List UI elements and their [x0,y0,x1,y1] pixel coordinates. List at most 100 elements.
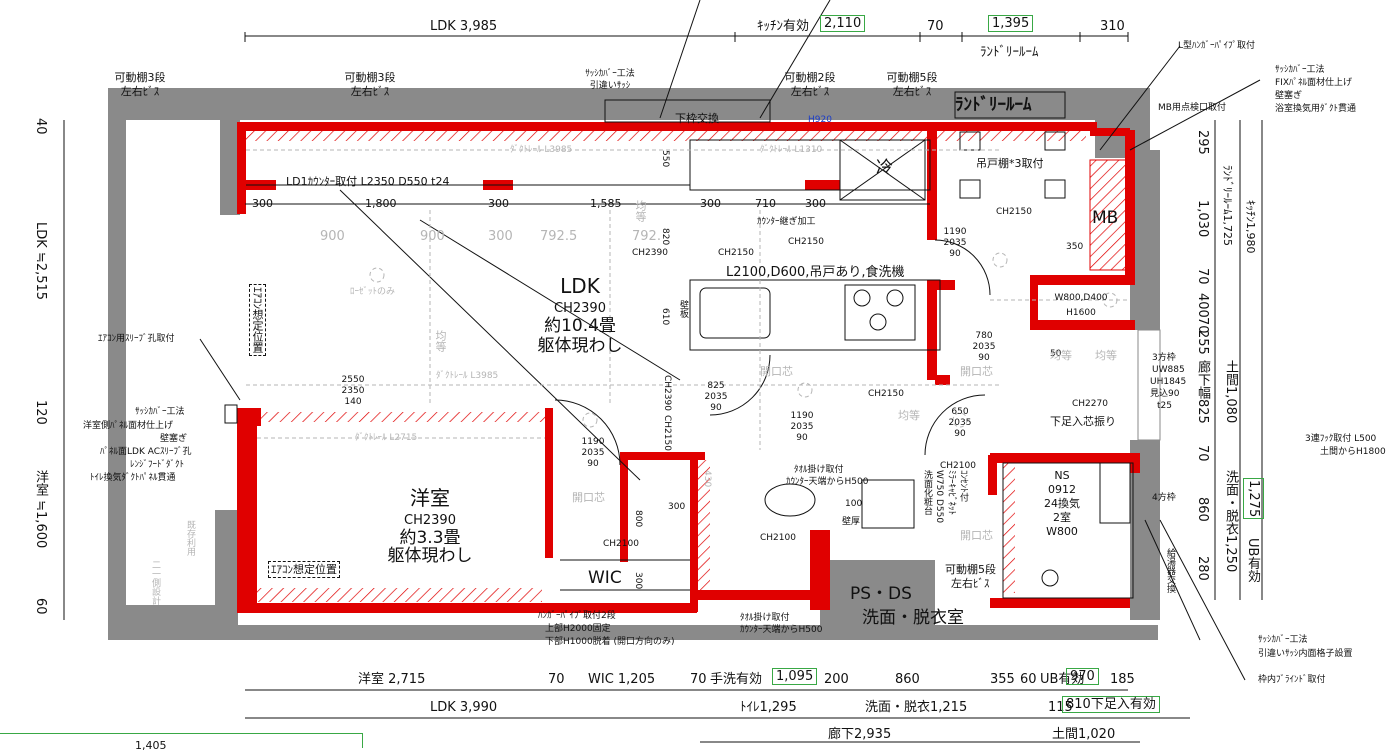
fridge-label: 冷 [876,158,893,178]
callout-aircon-sleeve: ｴｱｺﾝ用ｽﾘｰﾌﾞ孔取付 [98,334,175,344]
label-duct-2: ﾀﾞｸﾄﾚｰﾙ L1310 [760,145,823,155]
callout-l-hanger: L型ﾊﾝｶﾞｰﾊﾟｲﾌﾟ取付 [1178,41,1256,51]
door-1190a-h: 2035 [790,422,814,432]
dim-right-ub-prefix: UB有効 [1245,538,1260,583]
callout-sash-right-2: FIXﾊﾟﾈﾙ面材仕上げ [1275,78,1352,88]
door-2350: 2350 [341,386,365,396]
label-nihou: 二一側設計 [150,560,160,605]
callout-w800: W800,D400 [1054,293,1108,303]
dim-bottom-senmen: 洗面・脱衣1,215 [865,700,968,715]
dim-right-860: 860 [1195,497,1210,522]
dim-row3-2: 900 [420,229,445,244]
frame-3side-2: UW885 [1152,365,1185,375]
label-kaikou-1: 開口芯 [760,365,793,378]
dim-bottom-ub-value: 970 [1066,668,1099,685]
room-yoshitsu-ch: CH2390 [404,513,456,528]
callout-shelf5b-b: 左右ﾋﾞｽ [951,577,990,590]
callout-shelf5: 可動棚5段 [886,71,938,84]
callout-sash-left-4: ﾊﾟﾈﾙ面LDK ACｽﾘｰﾌﾞ孔 [100,447,192,457]
callout-sash-bottom-a: ｻｯｼｶﾊﾞｰ工法 [1258,635,1308,645]
callout-shelf-left-b: 左右ﾋﾞｽ [120,85,160,98]
room-yoshitsu-size: 約3.3畳 [399,528,461,548]
ub-ns-3: 24換気 [1044,497,1080,510]
callout-mb-tenken: MB用点検口取付 [1158,103,1226,113]
label-kaikou-4: 開口芯 [960,529,993,542]
callout-shelf2: 可動棚2段 [784,71,836,84]
ch-2150-vertical: CH2150 [662,415,672,451]
ch-2100-a: CH2100 [603,539,639,549]
dim-right-1725: ﾗﾝﾄﾞﾘｰﾙｰﾑ1,725 [1221,165,1234,246]
ch-2150-c: CH2150 [996,207,1032,217]
callout-sash-b: 引違いｻｯｼ [589,81,631,91]
callout-towel-1a: ﾀｵﾙ掛け取付 [794,465,844,475]
callout-kabe: 壁厚 [842,517,861,527]
dim-right-70b: 70 [1195,317,1210,334]
door-780-h: 2035 [972,342,996,352]
ub-ns-5: W800 [1046,525,1078,538]
callout-kitchen-spec: L2100,D600,吊戸あり,食洗機 [726,265,905,280]
callout-100: 100 [845,499,863,509]
door-1190c-t: 90 [949,249,961,259]
dim-bottom-cut: 1,405 [135,739,167,752]
dim-bottom-70b: 70 [690,672,707,687]
dim-610: 610 [660,308,670,326]
callout-counter-tsugi: ｶｳﾝﾀｰ継ぎ加工 [757,217,816,227]
frame-3side-4: 見込90 [1150,389,1180,399]
ub-ns-1: NS [1054,469,1070,482]
dim-left-60: 60 [33,598,48,615]
dim-50: 50 [1050,349,1062,359]
dim-right-825: 廊下幅825 [1195,360,1210,424]
dim-300b: 300 [633,572,643,590]
dim-right-ub-value: 1,275 [1243,478,1264,520]
dim-550: 550 [660,150,670,168]
room-mb-label: MB [1092,208,1119,228]
dim-right-70a: 70 [1195,268,1210,285]
callout-water-heater: 給湯器交換 [1165,548,1175,593]
frame-3side-1: 3方枠 [1152,353,1176,363]
dim-bottom-toilet: ﾄｲﾚ1,295 [740,700,797,715]
callout-hook-1: 3連ﾌｯｸ取付 L500 [1305,434,1377,444]
callout-towel-2b: ｶｳﾝﾀｰ天端からH500 [740,625,823,635]
label-kinto-2: 均等 [1095,349,1117,362]
dim-bottom-200: 200 [824,672,849,687]
dim-800: 800 [633,510,643,528]
dim-right-1980: ｷｯﾁﾝ1,980 [1244,200,1257,254]
callout-sash-a: ｻｯｼｶﾊﾞｰ工法 [585,69,635,79]
structure-walls [108,88,1161,640]
dim-right-1250: 洗面・脱衣1,250 [1223,470,1238,573]
aircon-position-yoshitsu: ｴｱｺﾝ想定位置 [268,561,340,578]
door-780: 780 [975,331,993,341]
dim-bottom-185: 185 [1110,672,1135,687]
dim-row2-5: 300 [700,197,721,210]
room-ldk-label: LDK [560,274,600,298]
ch-2150-d: CH2150 [868,389,904,399]
dim-row3-3: 300 [488,229,513,244]
callout-sash-left-2: 洋室側ﾊﾟﾈﾙ面材仕上げ [83,421,174,431]
callout-towel-2a: ﾀｵﾙ掛け取付 [740,613,790,623]
dim-left-yoshitsu: 洋室 ≒1,600 [33,470,48,549]
room-yoshitsu-note: 躯体現わし [387,546,473,566]
dim-top-laundry-label: ﾗﾝﾄﾞﾘｰﾙｰﾑ [980,45,1039,60]
door-825-t: 90 [710,403,722,413]
dim-right-1080: 土間1,080 [1223,360,1238,424]
dim-right-1030: 1,030 [1195,200,1210,238]
callout-shelf5-b: 左右ﾋﾞｽ [892,85,932,98]
callout-geta: 下足入芯振り [1050,415,1116,428]
callout-senmen-dai: 洗面化粧台 [922,470,932,515]
callout-ld1-counter: LD1ｶｳﾝﾀｰ取付 L2350 D550 t24 [286,175,450,188]
dim-bottom-rouka: 廊下2,935 [828,727,892,742]
dim-bottom-860: 860 [895,672,920,687]
callout-shelf-left: 可動棚3段 [114,71,166,84]
dim-820: 820 [660,228,670,246]
label-rozetto: ﾛｰｾﾞｯﾄのみ [350,287,396,297]
frame-3side-5: t25 [1157,401,1172,411]
ch-2100-b: CH2100 [760,533,796,543]
callout-hanger-2: 上部H2000固定 [545,624,611,634]
dim-350: 350 [1066,242,1084,252]
dim-bottom-60: 60 [1020,672,1037,687]
door-2550: 2550 [341,375,365,385]
dim-bottom-doma: 土間1,020 [1052,727,1116,742]
callout-h1600: H1600 [1066,308,1096,318]
callout-ch2270: CH2270 [1072,399,1108,409]
